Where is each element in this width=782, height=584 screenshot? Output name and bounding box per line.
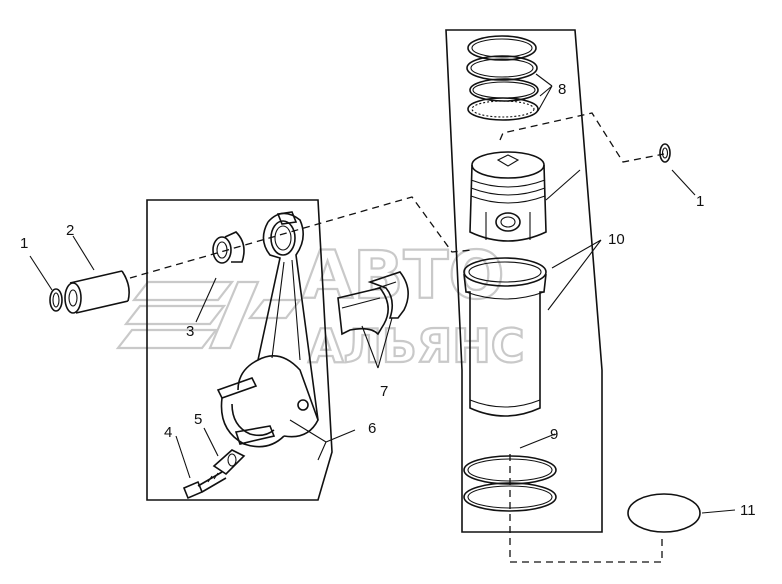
label-rod-bearing: 7 [380, 383, 388, 400]
retainer-ring-right [659, 143, 671, 163]
callout-labels: 1 2 3 4 5 6 7 8 9 10 11 1 [20, 81, 756, 519]
label-connecting-rod: 6 [368, 420, 376, 437]
label-pin-bushing: 3 [186, 323, 194, 340]
watermark-logo-icon [115, 280, 303, 350]
pin-bushing [212, 231, 245, 264]
rod-group-frame [146, 199, 333, 501]
rod-nut [212, 449, 246, 476]
label-liner-seals: 9 [550, 426, 558, 443]
retainer-ring-left [49, 288, 63, 312]
label-rod-bolt: 4 [164, 424, 172, 441]
label-piston-pin: 2 [66, 222, 74, 239]
cylinder-liner [463, 257, 547, 417]
liner-seal-rings [463, 455, 557, 512]
piston-group-frame [445, 29, 603, 533]
label-rod-nut: 5 [194, 411, 202, 428]
label-o-ring: 11 [740, 502, 756, 519]
connecting-rod [216, 211, 319, 448]
label-retainer-right: 1 [696, 193, 704, 210]
rod-bearing-shells [337, 271, 409, 336]
label-cylinder-liner: 10 [608, 231, 625, 248]
rod-bolt [182, 471, 227, 500]
label-piston-rings: 8 [558, 81, 566, 98]
leader-lines [29, 73, 736, 514]
piston-pin [64, 270, 130, 314]
watermark-line-2: АЛЬЯНС [308, 319, 525, 373]
label-retainer-left: 1 [20, 235, 28, 252]
o-ring [627, 493, 701, 533]
piston [469, 151, 547, 242]
piston-rings [466, 35, 539, 121]
